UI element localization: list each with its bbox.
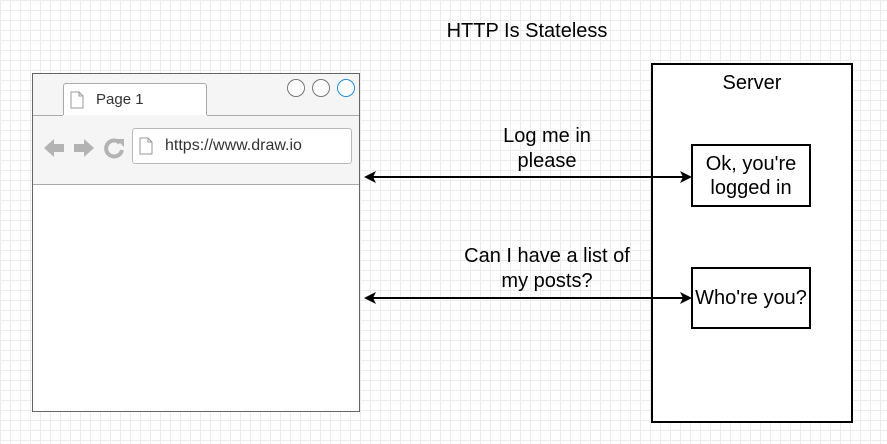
window-button-circle-icon[interactable] <box>337 79 355 97</box>
window-button-circle-icon[interactable] <box>312 79 330 97</box>
address-bar[interactable]: https://www.draw.io <box>132 128 352 164</box>
url-text: https://www.draw.io <box>165 137 302 154</box>
server-label: Server <box>722 72 782 94</box>
diagram-title: HTTP Is Stateless <box>446 20 608 42</box>
window-button-circle-icon[interactable] <box>287 79 305 97</box>
forward-arrow-icon[interactable] <box>73 137 95 159</box>
browser-header: Page 1 https://www.draw.io <box>33 74 359 185</box>
browser-window: Page 1 https://www.draw.io <box>32 73 360 412</box>
response-box-logged-in: Ok, you're logged in <box>691 144 811 207</box>
tab-divider <box>33 115 63 116</box>
response-text: Who're you? <box>695 287 807 309</box>
bidirectional-arrow-posts <box>364 292 692 304</box>
document-icon <box>139 137 153 155</box>
tab-label: Page 1 <box>96 91 144 108</box>
tab-divider <box>207 115 359 116</box>
message-login: Log me in please <box>503 125 591 172</box>
bidirectional-arrow-login <box>364 171 692 183</box>
message-posts: Can I have a list of my posts? <box>464 245 630 292</box>
response-text: Ok, you're logged in <box>705 152 797 199</box>
browser-tab[interactable]: Page 1 <box>63 83 207 115</box>
server-box <box>651 63 853 423</box>
refresh-icon[interactable] <box>103 137 125 159</box>
document-icon <box>70 91 84 109</box>
back-arrow-icon[interactable] <box>43 137 65 159</box>
